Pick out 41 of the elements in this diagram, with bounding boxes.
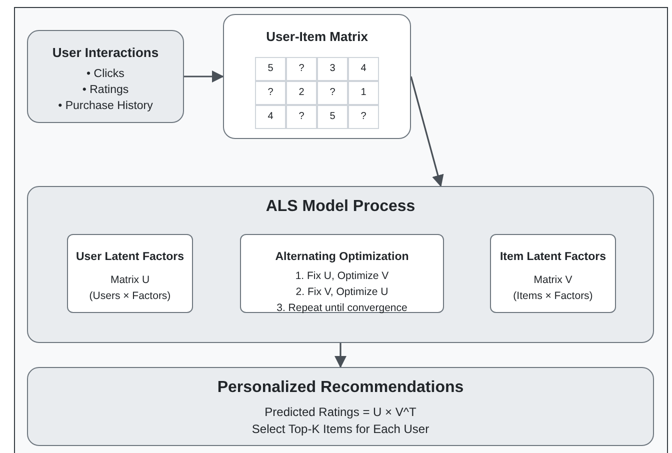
matrix-cell: ? xyxy=(286,56,317,80)
node-title: User Latent Factors xyxy=(76,250,184,265)
process-box xyxy=(240,234,444,313)
node-text: Matrix V xyxy=(534,273,572,288)
node-text: Select Top-K Items for Each User xyxy=(252,421,430,438)
arrow xyxy=(334,343,346,368)
arrow xyxy=(410,76,444,187)
matrix-card xyxy=(223,14,411,139)
matrix-cell: 4 xyxy=(255,104,286,128)
process-box xyxy=(67,234,193,313)
matrix-cell: 2 xyxy=(286,80,317,104)
node-title: Alternating Optimization xyxy=(275,250,409,265)
node-text: Predicted Ratings = U × V^T xyxy=(264,404,416,421)
node-text: • Clicks xyxy=(86,67,124,82)
matrix-cell: ? xyxy=(348,104,379,128)
node-text: 1. Fix U, Optimize V xyxy=(295,269,389,284)
node-text: 3. Repeat until convergence xyxy=(276,301,408,316)
matrix-cell: 3 xyxy=(317,56,348,80)
node-title: ALS Model Process xyxy=(266,197,416,217)
node-text: 2. Fix V, Optimize U xyxy=(296,285,388,300)
matrix-cell: ? xyxy=(317,80,348,104)
process-box xyxy=(490,234,616,313)
process-box xyxy=(27,30,184,123)
matrix-cell: 5 xyxy=(317,104,348,128)
node-text: (Users × Factors) xyxy=(89,289,171,304)
matrix-cell: 5 xyxy=(255,56,286,80)
matrix-cell: 4 xyxy=(348,56,379,80)
matrix-cell: ? xyxy=(286,104,317,128)
matrix-cell: 1 xyxy=(348,80,379,104)
group-panel xyxy=(27,186,654,343)
arrow xyxy=(184,70,224,82)
node-title: User Interactions xyxy=(52,44,159,62)
output-box xyxy=(27,367,654,446)
node-text: (Items × Factors) xyxy=(513,289,593,304)
node-title: Item Latent Factors xyxy=(500,250,606,265)
node-text: • Purchase History xyxy=(58,99,153,114)
node-text: • Ratings xyxy=(82,83,129,98)
matrix-cell: ? xyxy=(255,80,286,104)
node-text: Matrix U xyxy=(110,273,150,288)
node-title: Personalized Recommendations xyxy=(217,378,464,398)
node-title: User-Item Matrix xyxy=(266,28,368,46)
